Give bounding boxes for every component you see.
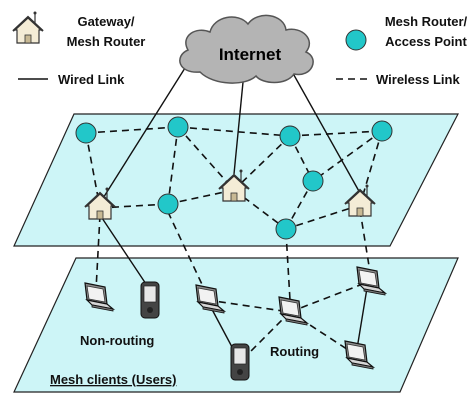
mesh-router-circle-icon (371, 120, 393, 142)
mesh-router-circle-icon (275, 218, 297, 240)
wireless-links-backbone (85, 126, 383, 230)
wired-links (99, 67, 361, 204)
mesh-clients-label: Mesh clients (Users) (50, 372, 176, 387)
cloud-icon: Internet (179, 14, 314, 84)
legend: Gateway/ Mesh Router Mesh Router/ Access… (12, 10, 468, 87)
internet-label: Internet (219, 45, 282, 64)
routing-label: Routing (270, 344, 319, 359)
mesh-router-circle-icon (345, 29, 367, 51)
house-gateway-icon (12, 10, 44, 44)
mesh-router-circle-icon (75, 122, 97, 144)
mesh-routers (75, 116, 393, 240)
mesh-router-circle-icon (167, 116, 189, 138)
mesh-router-circle-icon (157, 193, 179, 215)
legend-gateway-line1: Gateway/ (77, 14, 134, 29)
mesh-router-circle-icon (302, 170, 324, 192)
pda-icon (230, 343, 250, 381)
legend-gateway-line2: Mesh Router (67, 34, 146, 49)
pda-icon (140, 281, 160, 319)
legend-mesh-router-line2: Access Point (385, 34, 467, 49)
legend-wireless-label: Wireless Link (376, 72, 460, 87)
mesh-router-circle-icon (279, 125, 301, 147)
legend-wired-label: Wired Link (58, 72, 125, 87)
non-routing-label: Non-routing (80, 333, 154, 348)
legend-mesh-router-line1: Mesh Router/ (385, 14, 468, 29)
